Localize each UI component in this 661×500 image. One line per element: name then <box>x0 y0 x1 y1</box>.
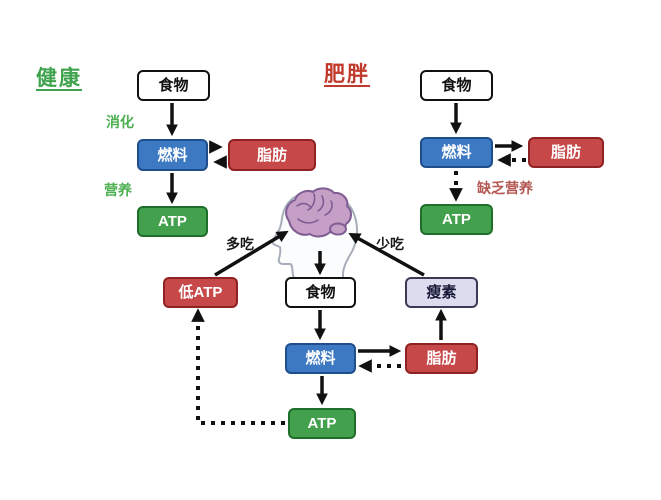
obese-title: 肥胖 <box>324 63 370 86</box>
food-box-center: 食物 <box>285 277 356 308</box>
eat-more-label: 多吃 <box>226 236 254 252</box>
fat-box-healthy: 脂肪 <box>228 139 316 171</box>
low-atp-box: 低ATP <box>163 277 238 308</box>
atp-box-center: ATP <box>288 408 356 439</box>
arrow-lowatp-to-brain <box>214 230 289 277</box>
fat-box-obese: 脂肪 <box>528 137 604 168</box>
arrow-leptin-to-brain <box>348 232 425 277</box>
eat-less-label: 少吃 <box>376 236 404 252</box>
fuel-box-healthy: 燃料 <box>137 139 208 171</box>
atp-box-obese: ATP <box>420 204 493 235</box>
food-box-obese: 食物 <box>420 70 493 101</box>
nutrition-label: 营养 <box>104 182 132 198</box>
food-box-healthy: 食物 <box>137 70 210 101</box>
arrow-atp-to-lowatp-dashed <box>191 308 285 425</box>
head-illustration <box>271 187 359 288</box>
lack-nutrition-label: 缺乏营养 <box>477 180 533 196</box>
fuel-box-obese: 燃料 <box>420 137 493 168</box>
fat-box-center: 脂肪 <box>405 343 478 374</box>
digestion-label: 消化 <box>106 114 134 130</box>
healthy-title: 健康 <box>36 67 82 90</box>
atp-box-healthy: ATP <box>137 206 208 237</box>
leptin-box: 瘦素 <box>405 277 478 308</box>
fuel-box-center: 燃料 <box>285 343 356 374</box>
brain-icon <box>285 187 352 238</box>
